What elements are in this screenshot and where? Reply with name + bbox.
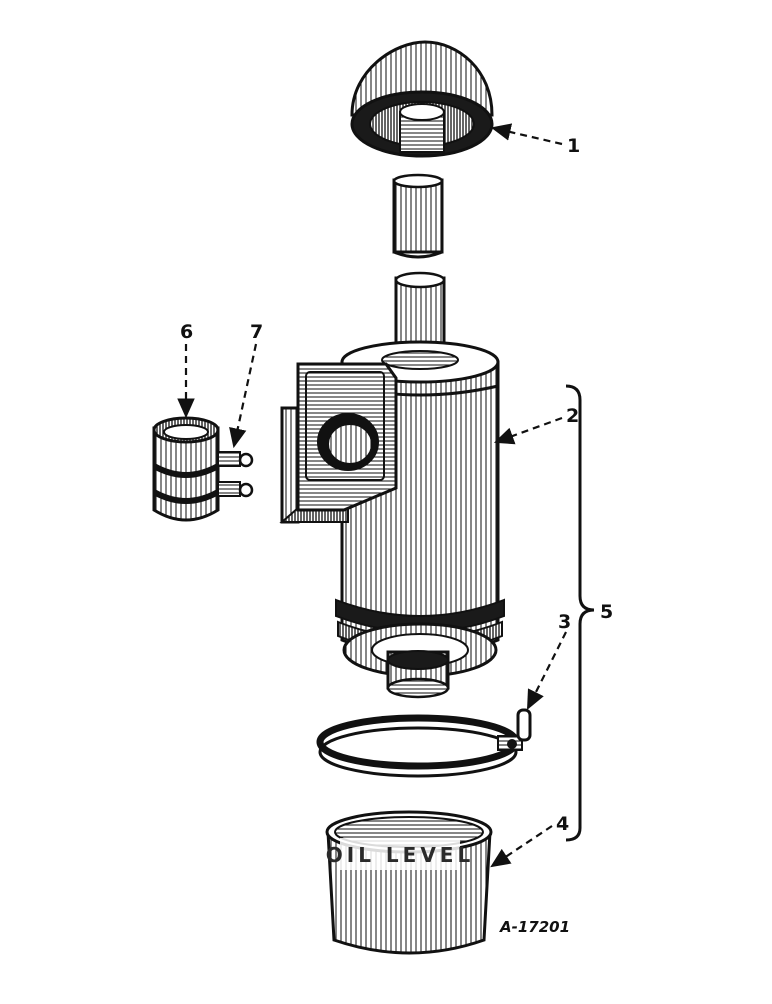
leader-1 xyxy=(490,123,563,146)
leader-7 xyxy=(229,343,258,449)
hose-part-6 xyxy=(152,416,220,522)
hose-clamps-part-7 xyxy=(217,451,254,498)
callout-6: 6 xyxy=(180,321,193,343)
callout-7: 7 xyxy=(250,321,263,343)
cap-part-1 xyxy=(350,40,494,158)
leader-2 xyxy=(493,416,563,445)
intake-pipe-section xyxy=(392,173,444,259)
callout-labels: 1 2 3 4 5 6 7 xyxy=(180,135,613,835)
leader-3 xyxy=(527,631,567,710)
leader-lines xyxy=(177,123,567,868)
callout-1: 1 xyxy=(567,135,580,157)
callout-5: 5 xyxy=(600,601,613,623)
assembly-bracket xyxy=(565,384,595,842)
leader-4 xyxy=(490,825,553,868)
callout-4: 4 xyxy=(556,813,569,835)
callout-3: 3 xyxy=(558,611,571,633)
drawing-number: A-17201 xyxy=(499,918,570,936)
callout-2: 2 xyxy=(566,405,579,427)
oil-level-engraving: OIL LEVEL xyxy=(326,843,474,867)
cleaner-body-part-2 xyxy=(279,271,505,699)
clamp-band-part-3 xyxy=(316,708,532,778)
oil-cup-part-4: OIL LEVEL xyxy=(325,810,493,955)
